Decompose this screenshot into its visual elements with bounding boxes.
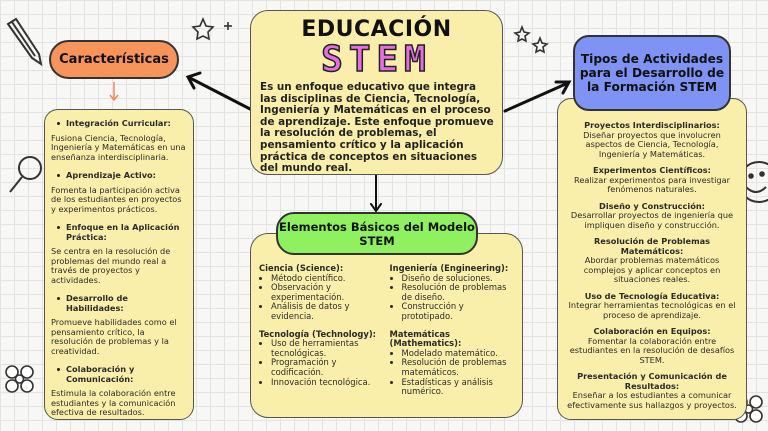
section-heading: Matemáticas (Mathematics): [389,328,462,349]
bullet-icon [57,297,60,300]
caracteristicas-heading: Características [49,40,179,79]
actividad-item: Diseño y Construcción: Desarrollar proye… [564,200,740,231]
list-item: Análisis de datos y evidencia. [271,302,384,321]
caracteristica-item: Enfoque en la Aplicación Práctica: Se ce… [51,222,187,285]
item-body: Promueve habilidades como el pensamiento… [51,317,177,356]
elementos-card: Ciencia (Science): Método científico. Ob… [250,233,523,418]
center-description: Es un enfoque educativo que integra las … [260,81,494,175]
actividad-item: Presentación y Comunicación de Resultado… [564,371,740,410]
list-item: Estadísticas y análisis numérico. [402,377,515,397]
list-item: Resolución de problemas de diseño. [402,282,515,302]
item-body: Enseñar a los estudiantes a comunicar ef… [567,390,737,410]
pencil-icon [6,17,43,67]
item-body: Fusiona Ciencia, Tecnología, Ingeniería … [51,132,186,162]
item-body: Fomenta la participación activa de los e… [51,184,182,214]
item-heading: Presentación y Comunicación de Resultado… [577,371,727,391]
item-heading: Colaboración y Comunicación: [66,364,135,384]
elementos-heading: Elementos Básicos del Modelo STEM [276,212,478,255]
actividad-item: Colaboración en Equipos: Fomentar la col… [564,326,740,365]
arrow-to-bottom [370,174,382,213]
elemento-section: Ingeniería (Engineering): Diseño de solu… [389,263,515,322]
item-heading: Enfoque en la Aplicación Práctica: [66,222,180,242]
actividad-item: Experimentos Científicos: Realizar exper… [564,165,740,195]
actividad-item: Uso de Tecnología Educativa: Integrar he… [564,290,740,321]
section-heading: Ingeniería (Engineering): [389,263,509,273]
caracteristica-item: Aprendizaje Activo: Fomenta la participa… [51,170,187,214]
item-body: Diseñar proyectos que involucren aspecto… [583,129,721,159]
elemento-section: Matemáticas (Mathematics): Modelado mate… [389,328,515,397]
bullet-icon [57,226,60,229]
actividades-heading: Tipos de Actividades para el Desarrollo … [573,35,731,111]
item-body: Desarrollar proyectos de ingeniería que … [570,210,734,230]
item-heading: Integración Curricular: [66,118,171,128]
elementos-column: Ingeniería (Engineering): Diseño de solu… [389,263,515,417]
actividades-card: Proyectos Interdisciplinarios: Diseñar p… [557,98,747,420]
arrow-left-down [109,82,119,102]
list-item: Uso de herramientas tecnológicas. [271,338,384,358]
caracteristicas-card: Integración Curricular: Fusiona Ciencia,… [44,109,194,420]
item-heading: Experimentos Científicos: [593,165,711,175]
list-item: Observación y experimentación. [271,282,384,302]
item-body: Se centra en la resolución de problemas … [51,246,171,285]
item-heading: Diseño y Construcción: [599,200,705,211]
item-heading: Proyectos Interdisciplinarios: [584,120,720,130]
list-item: Innovación tecnológica. [271,377,384,388]
section-heading: Tecnología (Technology): [259,328,377,339]
elementos-column: Ciencia (Science): Método científico. Ob… [259,263,384,417]
list-item: Resolución de problemas matemáticos. [402,357,515,377]
actividad-item: Proyectos Interdisciplinarios: Diseñar p… [564,120,740,159]
item-body: Fomentar la colaboración entre estudiant… [569,335,735,365]
list-item: Método científico. [271,273,384,284]
caracteristica-item: Desarrollo de Habilidades: Promueve habi… [51,293,187,356]
sparkle-icon [224,22,232,30]
item-body: Abordar problemas matemáticos complejos … [583,255,721,284]
bullet-icon [57,122,60,125]
item-heading: Desarrollo de Habilidades: [66,293,128,313]
bullet-icon [57,368,60,371]
item-body: Integrar herramientas tecnológicas en el… [568,300,736,320]
caracteristica-item: Colaboración y Comunicación: Estimula la… [51,364,187,418]
item-heading: Resolución de Problemas Matemáticos: [593,236,711,256]
item-body: Estimula la colaboración entre estudiant… [51,388,176,417]
actividad-item: Resolución de Problemas Matemáticos: Abo… [564,236,740,285]
item-heading: Uso de Tecnología Educativa: [584,290,720,301]
item-heading: Aprendizaje Activo: [66,170,156,180]
list-item: Diseño de soluciones. [402,273,515,284]
caracteristica-item: Integración Curricular: Fusiona Ciencia,… [51,118,187,162]
list-item: Modelado matemático. [402,348,515,359]
item-body: Realizar experimentos para investigar fe… [574,174,730,194]
title-stem: STEM [320,38,432,81]
list-item: Programación y codificación. [271,357,384,377]
arrow-to-left [185,71,254,112]
title-line1: EDUCACIÓN [301,17,452,42]
item-heading: Colaboración en Equipos: [593,326,711,336]
center-card: EDUCACIÓN STEM Es un enfoque educativo q… [250,10,503,175]
bullet-icon [57,174,60,177]
section-heading: Ciencia (Science): [259,263,344,273]
elemento-section: Ciencia (Science): Método científico. Ob… [259,263,384,322]
list-item: Construcción y prototipado. [402,302,515,321]
elemento-section: Tecnología (Technology): Uso de herramie… [259,328,384,388]
magnifier-icon [9,156,42,193]
